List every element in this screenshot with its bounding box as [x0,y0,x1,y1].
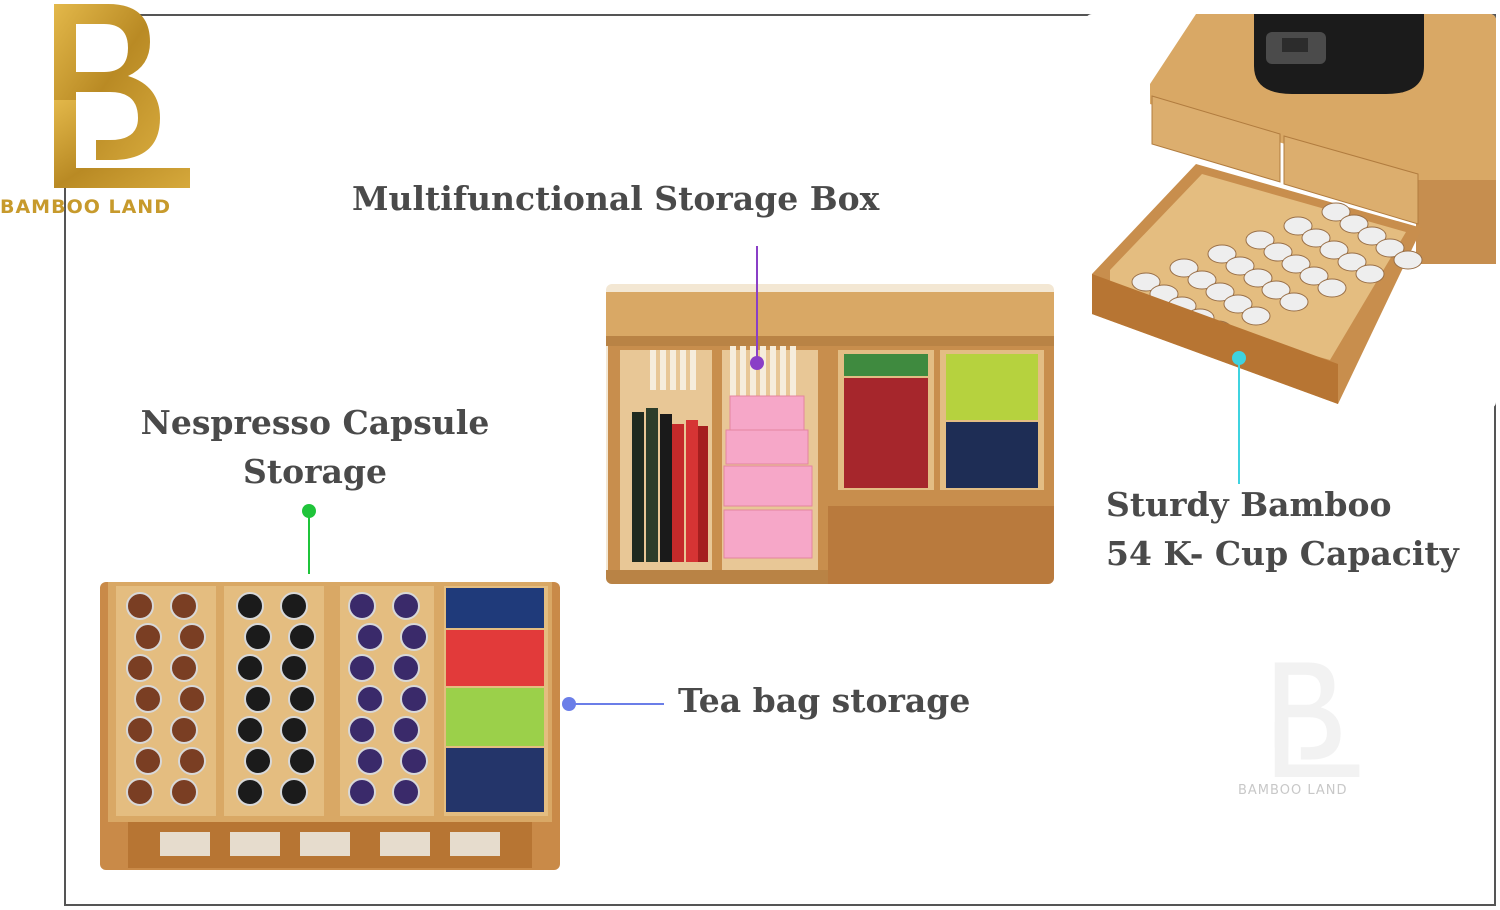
nespresso-callout-line [308,512,310,574]
storage-box-photo [606,284,1054,584]
watermark-logo [1274,662,1360,777]
nespresso-heading: Nespresso Capsule Storage [140,398,490,496]
nespresso-photo [100,582,560,870]
tea-bag-heading: Tea bag storage [678,681,971,720]
brand-name: BAMBOO LAND [0,196,171,218]
storage-box-callout-line [756,246,758,362]
watermark-text: BAMBOO LAND [1238,783,1348,798]
bamboo-land-logo: BAMBOO LAND [0,4,190,218]
bamboo-callout-dot [1232,351,1246,365]
bamboo-heading: Sturdy Bamboo 54 K- Cup Capacity [1106,480,1459,578]
bamboo-heading-line1: Sturdy Bamboo [1106,485,1392,524]
nespresso-heading-line2: Storage [243,452,387,491]
tea-bag-callout-line [570,703,664,705]
storage-box-heading: Multifunctional Storage Box [352,179,880,218]
bamboo-drawer-photo [1086,14,1496,408]
tea-bag-callout-dot [562,697,576,711]
content-frame [64,14,1496,906]
bamboo-callout-line [1238,360,1240,484]
bamboo-heading-line2: 54 K- Cup Capacity [1106,534,1459,573]
nespresso-heading-line1: Nespresso Capsule [140,403,490,442]
storage-box-callout-dot [750,356,764,370]
nespresso-callout-dot [302,504,316,518]
